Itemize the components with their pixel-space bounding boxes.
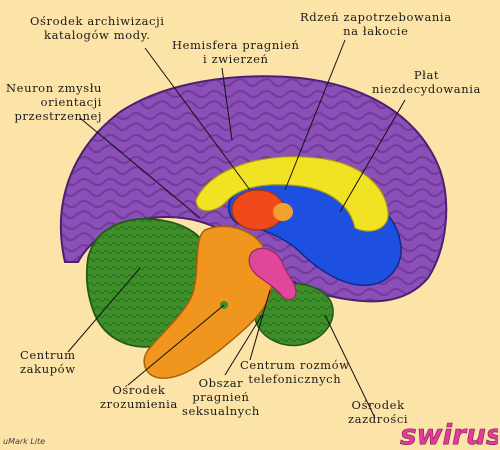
swirus-logo-text: swirus [400,418,498,450]
label-osrodek-zazdrosci: Ośrodek zazdrości [348,398,409,426]
label-hemisfera: Hemisfera pragnień i zwierzeń [172,38,300,66]
label-osrodek-archiwizacji: Ośrodek archiwizacji katalogów mody. [30,14,165,42]
label-neuron: Neuron zmysłu orientacji przestrzennej [6,81,103,123]
leader-lines [67,39,406,419]
label-centrum-zakupow: Centrum zakupów [20,348,76,376]
label-osrodek-zrozumienia: Ośrodek zrozumienia [100,383,178,411]
swirus-logo: swirus [400,418,498,450]
label-obszar: Obszar pragnień seksualnych [182,376,260,418]
label-centrum-rozmow: Centrum rozmów telefonicznych [240,358,350,386]
watermark-umark: uMark Lite [3,437,46,446]
label-plat: Płat niezdecydowania [372,68,481,96]
label-rdzen: Rdzeń zapotrzebowania na łakocie [300,10,452,38]
corpus-callosum [195,156,389,232]
pons [248,247,297,301]
pineal-region [273,203,293,221]
